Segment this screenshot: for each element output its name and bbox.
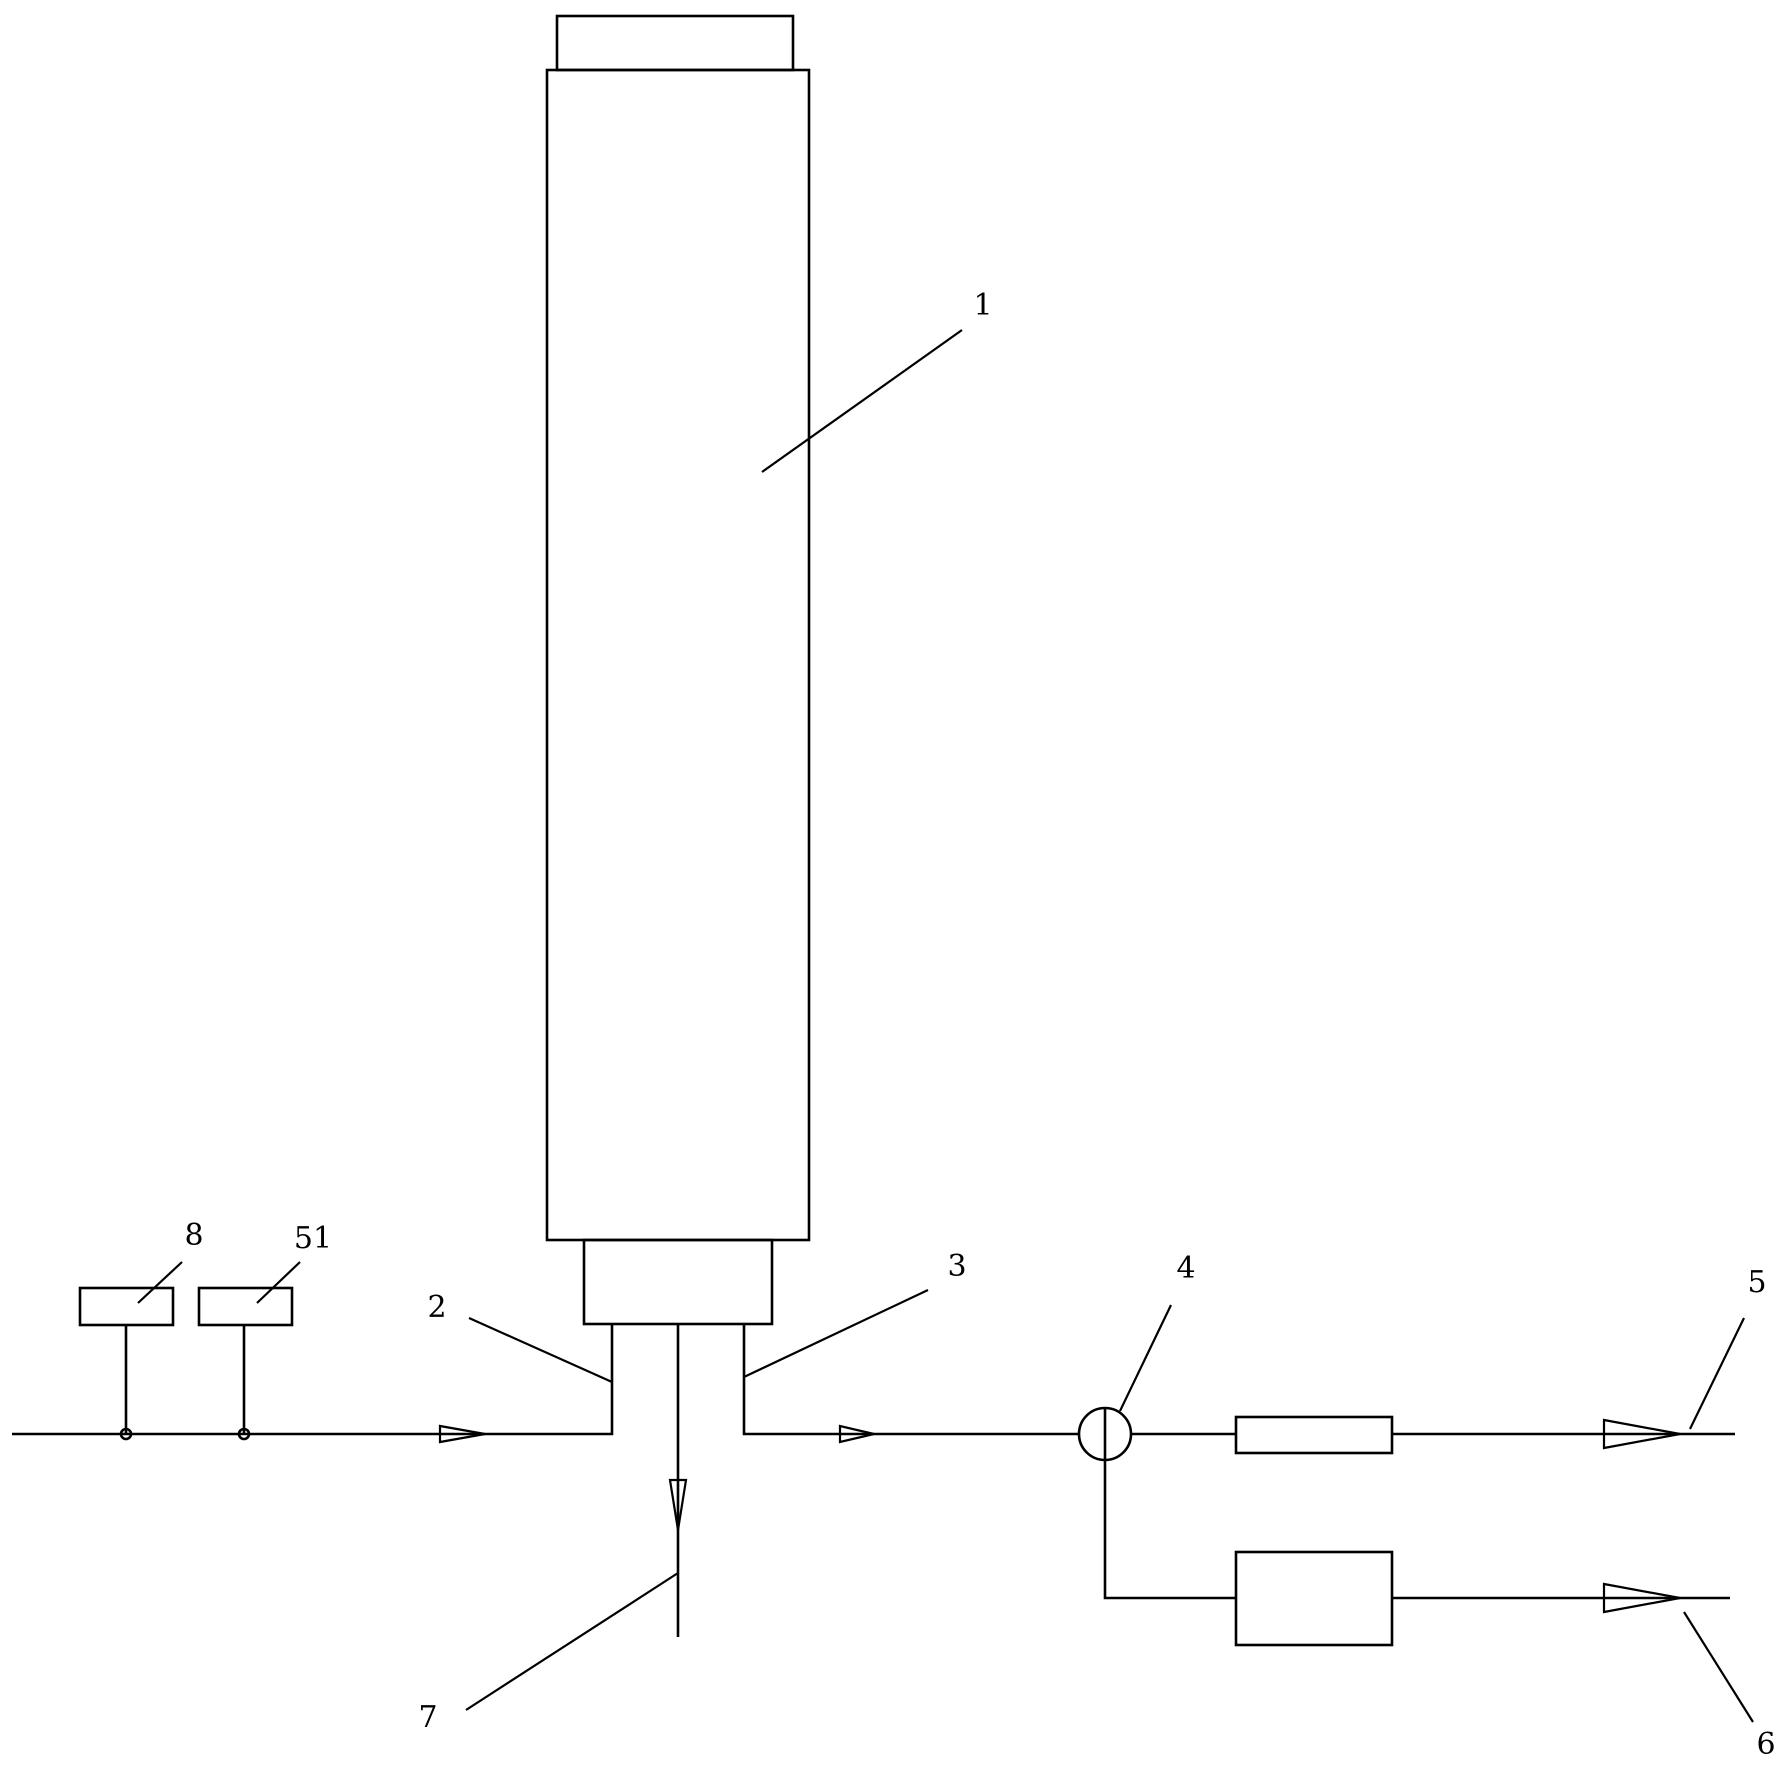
side-flow-arrow: [838, 1424, 875, 1444]
column-body: [545, 68, 811, 1242]
leader-8: [137, 1261, 183, 1304]
inlet-pipe: [12, 1324, 614, 1436]
inlet-flow-arrow: [438, 1424, 486, 1444]
leader-4: [1119, 1304, 1172, 1412]
label-4: 4: [1176, 1251, 1195, 1286]
instrument-8-box: [78, 1286, 175, 1327]
leader-2: [468, 1316, 613, 1384]
label-5: 5: [1747, 1265, 1766, 1300]
column-top-cap: [555, 14, 795, 72]
column-bottom-section: [582, 1238, 774, 1326]
leader-7: [465, 1572, 679, 1711]
lower-branch-unit: [1234, 1550, 1394, 1647]
label-8: 8: [184, 1218, 203, 1253]
leader-5: [1689, 1317, 1745, 1430]
leader-1: [761, 329, 963, 473]
label-3: 3: [947, 1249, 966, 1284]
label-1: 1: [973, 288, 992, 323]
lower-branch-pipe-a: [1103, 1460, 1236, 1600]
label-51: 51: [294, 1221, 332, 1256]
leader-51: [256, 1261, 301, 1304]
instrument-51-box: [197, 1286, 294, 1327]
bottom-flow-arrow: [668, 1478, 688, 1531]
label-7: 7: [418, 1700, 437, 1735]
instrument-51-node: [237, 1427, 251, 1441]
leader-6: [1683, 1611, 1754, 1723]
side-outlet-pipe: [742, 1324, 1080, 1436]
label-6: 6: [1756, 1727, 1775, 1762]
leader-3: [743, 1289, 929, 1378]
lower-flow-arrow: [1602, 1582, 1681, 1614]
label-2: 2: [427, 1290, 446, 1325]
upper-branch-unit: [1234, 1415, 1394, 1455]
instrument-8-node: [119, 1427, 133, 1441]
upper-flow-arrow: [1602, 1418, 1681, 1450]
